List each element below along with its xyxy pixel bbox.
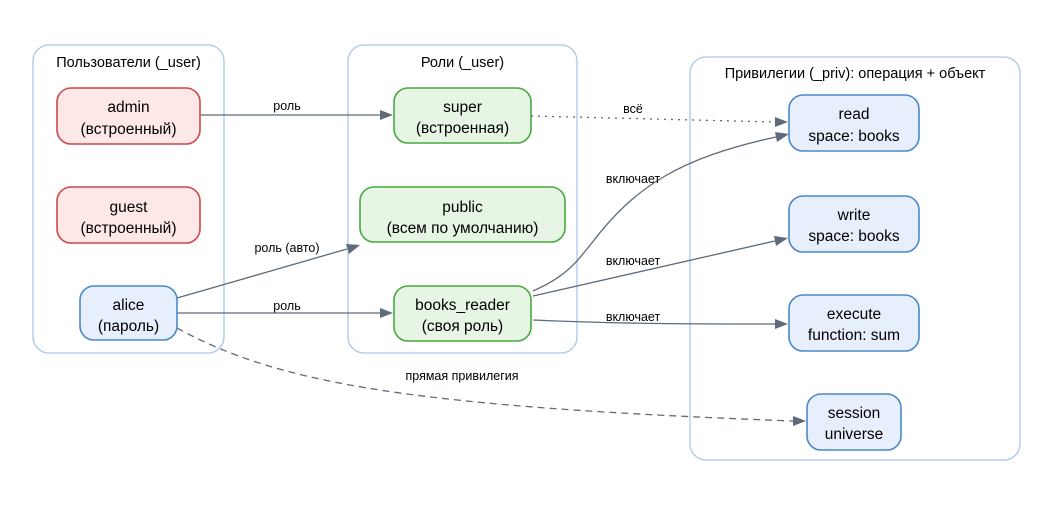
edge-label-alice-public: роль (авто) [254,241,319,255]
node-read-op: read [838,106,869,123]
edge-alice-books-reader [177,308,393,318]
node-execute-op: execute [827,306,881,323]
node-public-note: (всем по умолчанию) [387,220,539,237]
node-books-reader[interactable]: books_reader (своя роль) [393,285,532,342]
cluster-users-title: Пользователи (_user) [56,55,201,71]
edge-label-alice-session: прямая привилегия [405,369,518,383]
edge-label-admin-super: роль [273,99,300,113]
node-read-object: space: books [808,128,900,145]
node-guest-name: guest [110,199,149,216]
cluster-privileges: Привилегии (_priv): операция + объект [689,56,1021,461]
node-alice-note: (пароль) [98,318,159,335]
edge-label-alice-books-reader: роль [273,299,300,313]
edge-label-books-reader-execute: включает [606,310,661,324]
edge-books-reader-read [532,132,789,292]
node-super[interactable]: super (встроенная) [393,87,532,144]
node-books-reader-name: books_reader [415,297,510,314]
node-session-object: universe [825,426,884,443]
node-write-op: write [837,207,871,224]
edge-label-books-reader-write: включает [606,254,661,268]
node-admin-name: admin [107,99,149,116]
node-execute-object: function: sum [808,327,900,344]
node-guest-note: (встроенный) [80,220,176,237]
node-super-note: (встроенная) [416,120,509,137]
node-session-op: session [828,405,881,422]
node-alice[interactable]: alice (пароль) [79,285,178,341]
node-execute[interactable]: execute function: sum [788,294,920,352]
node-super-name: super [443,99,482,116]
node-read[interactable]: read space: books [788,94,920,152]
cluster-privileges-title: Привилегии (_priv): операция + объект [725,66,986,82]
node-public-name: public [442,199,483,216]
edge-label-books-reader-read: включает [606,172,661,186]
cluster-roles-title: Роли (_user) [421,55,504,71]
node-session[interactable]: session universe [806,393,902,451]
node-books-reader-note: (своя роль) [422,318,503,335]
node-public[interactable]: public (всем по умолчанию) [359,186,566,243]
node-alice-name: alice [113,297,145,314]
node-write-object: space: books [808,228,900,245]
edge-admin-super [201,110,393,120]
edge-books-reader-write [532,236,788,297]
edge-alice-session [176,327,806,426]
edge-super-read [530,115,788,127]
node-admin-note: (встроенный) [80,121,176,138]
node-guest[interactable]: guest (встроенный) [56,186,201,244]
edge-label-super-read: всё [623,102,643,116]
edge-books-reader-execute [532,319,788,329]
node-admin[interactable]: admin (встроенный) [56,87,201,145]
edge-alice-public [176,244,360,299]
node-write[interactable]: write space: books [788,195,920,253]
